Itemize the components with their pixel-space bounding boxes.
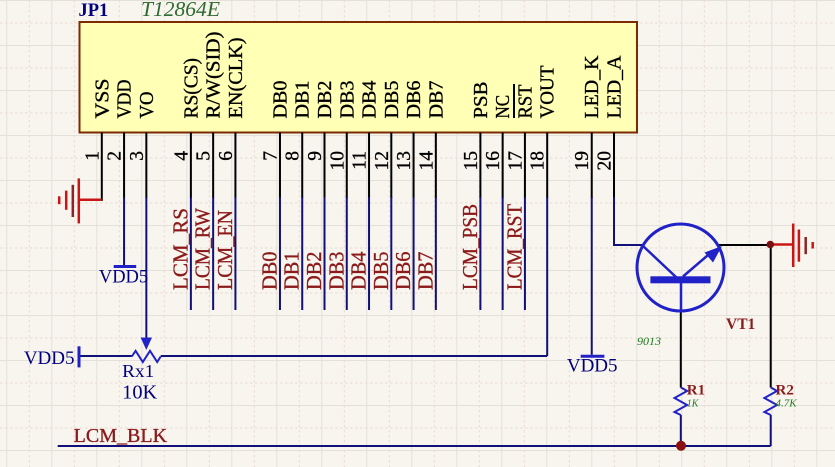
svg-text:LED_A: LED_A (604, 55, 626, 119)
svg-text:3: 3 (127, 151, 148, 161)
svg-text:DB0: DB0 (257, 252, 281, 291)
svg-text:R/W(SID): R/W(SID) (203, 32, 225, 119)
svg-text:LCM_RW: LCM_RW (191, 208, 215, 290)
svg-text:4.7K: 4.7K (776, 398, 798, 410)
svg-text:VT1: VT1 (726, 316, 755, 333)
svg-text:14: 14 (416, 151, 437, 171)
svg-text:DB6: DB6 (403, 81, 425, 119)
svg-text:5: 5 (194, 151, 215, 161)
svg-text:17: 17 (505, 151, 526, 171)
svg-text:DB3: DB3 (324, 252, 348, 291)
svg-text:DB1: DB1 (280, 252, 304, 291)
svg-text:LCM_EN: LCM_EN (213, 210, 237, 290)
svg-text:DB6: DB6 (391, 252, 415, 291)
svg-text:2: 2 (105, 151, 126, 161)
svg-text:R1: R1 (687, 383, 705, 399)
svg-text:LCM_RST: LCM_RST (502, 204, 526, 290)
svg-text:DB4: DB4 (359, 81, 381, 119)
svg-text:6: 6 (216, 151, 237, 161)
svg-text:DB4: DB4 (347, 251, 371, 290)
svg-text:NC: NC (492, 95, 514, 119)
svg-text:DB2: DB2 (302, 252, 326, 291)
svg-text:11: 11 (350, 151, 371, 170)
svg-text:1K: 1K (687, 399, 700, 410)
svg-text:16: 16 (483, 151, 504, 171)
svg-text:12: 12 (372, 151, 393, 171)
svg-text:RST: RST (514, 85, 536, 119)
svg-text:20: 20 (595, 151, 616, 171)
svg-text:JP1: JP1 (79, 1, 109, 21)
svg-text:19: 19 (572, 151, 593, 171)
svg-text:EN(CLK): EN(CLK) (225, 38, 247, 119)
svg-text:DB0: DB0 (269, 81, 291, 119)
svg-text:13: 13 (394, 151, 415, 171)
svg-text:LED_K: LED_K (581, 55, 603, 119)
svg-text:7: 7 (260, 151, 281, 161)
svg-text:9013: 9013 (637, 334, 661, 348)
svg-text:VDD: VDD (114, 80, 136, 119)
svg-text:VSS: VSS (91, 79, 113, 119)
svg-text:15: 15 (461, 151, 482, 171)
svg-text:VDD5: VDD5 (567, 356, 618, 377)
svg-text:18: 18 (528, 151, 549, 171)
svg-text:R2: R2 (776, 383, 794, 399)
svg-text:LCM_BLK: LCM_BLK (74, 425, 168, 447)
svg-text:Rx1: Rx1 (122, 361, 154, 381)
svg-text:DB3: DB3 (336, 81, 358, 119)
svg-text:DB7: DB7 (413, 252, 437, 291)
svg-text:PSB: PSB (470, 82, 492, 119)
svg-text:8: 8 (283, 151, 304, 161)
svg-text:4: 4 (171, 151, 192, 161)
svg-text:DB1: DB1 (292, 81, 314, 119)
svg-text:DB7: DB7 (425, 81, 447, 119)
svg-text:VDD5: VDD5 (99, 268, 148, 288)
svg-text:10: 10 (327, 151, 348, 171)
svg-text:1: 1 (82, 151, 103, 161)
svg-text:T12864E: T12864E (141, 0, 220, 21)
svg-text:LCM_RS: LCM_RS (168, 208, 192, 290)
svg-text:LCM_PSB: LCM_PSB (458, 204, 482, 290)
svg-text:9: 9 (305, 151, 326, 161)
svg-text:VOUT: VOUT (537, 66, 559, 119)
svg-text:DB2: DB2 (314, 81, 336, 119)
svg-text:10K: 10K (122, 382, 158, 404)
svg-text:VDD5: VDD5 (24, 348, 75, 369)
svg-text:RS(CS): RS(CS) (180, 58, 202, 119)
svg-text:DB5: DB5 (369, 252, 393, 291)
svg-text:VO: VO (136, 92, 158, 119)
svg-text:DB5: DB5 (381, 81, 403, 119)
